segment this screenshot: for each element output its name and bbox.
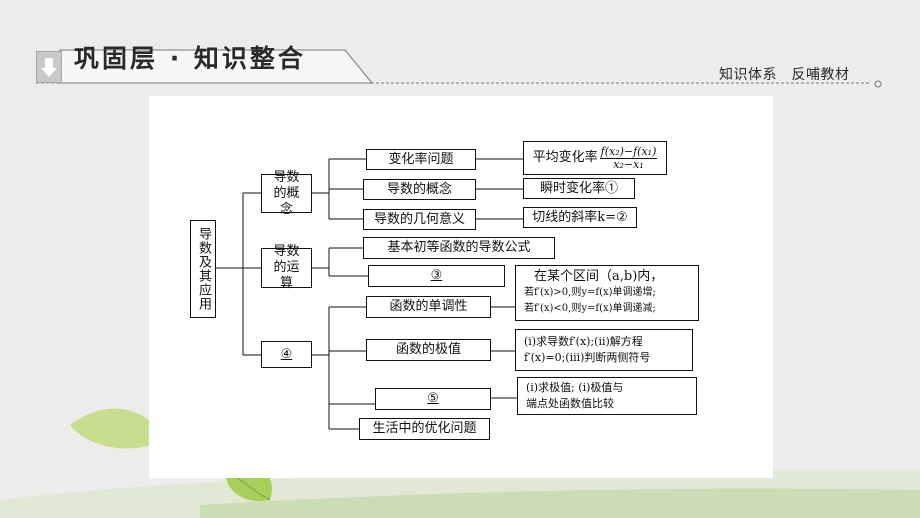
basic-formula-label: 基本初等函数的导数公式: [387, 240, 531, 255]
max-min-detail-node: (ⅰ)求极值; (ⅰ)极值与 端点处函数值比较: [517, 377, 697, 415]
mono-line-1: 在某个区间（a,b)内，: [534, 269, 664, 284]
branch-application: ④: [261, 341, 312, 368]
mono-line-3: 若f′(x)<0,则y=f(x)单调递减;: [524, 303, 656, 314]
avg-rate-fraction: f(x₂)−f(x₁) x₂−x₁: [599, 144, 658, 171]
branch-concept: 导数的概念: [261, 170, 312, 217]
instant-rate-label: 瞬时变化率①: [539, 180, 618, 196]
avg-rate-node: 平均变化率 f(x₂)−f(x₁) x₂−x₁: [523, 141, 667, 175]
max-line-2: 端点处函数值比较: [526, 397, 614, 410]
concept-map-panel: 导数及其应用 导数的概念 导数的运算 ④ 变化率问题 导数的概念 导数的几何意义…: [149, 96, 773, 478]
optimization-label: 生活中的优化问题: [372, 421, 477, 436]
extremum-label: 函数的极值: [395, 342, 461, 357]
tangent-slope-label: 切线的斜率k=②: [532, 209, 628, 225]
monotonicity-label: 函数的单调性: [389, 299, 468, 314]
header-title: 巩固层 · 知识整合: [74, 44, 306, 73]
rate-problem-node: 变化率问题: [366, 149, 476, 170]
blank-3-label: ③: [430, 268, 443, 283]
derivative-concept-label: 导数的概念: [386, 181, 452, 197]
root-node: 导数及其应用: [190, 220, 216, 318]
branch-concept-label: 导数的概念: [273, 169, 300, 217]
avg-rate-numerator: f(x₂)−f(x₁): [599, 144, 658, 159]
extreme-line-2: f′(x)=0;(iii)判断两侧符号: [524, 351, 651, 364]
max-line-1: (ⅰ)求极值; (ⅰ)极值与: [526, 381, 624, 394]
extremum-detail-node: (ⅰ)求导数f′(x);(ii)解方程 f′(x)=0;(iii)判断两侧符号: [515, 329, 693, 371]
instant-rate-node: 瞬时变化率①: [523, 178, 635, 199]
header-subtitle: 知识体系 反哺教材: [719, 67, 850, 83]
rate-problem-label: 变化率问题: [388, 151, 454, 167]
extreme-line-1: (ⅰ)求导数f′(x);(ii)解方程: [524, 335, 643, 348]
derivative-concept-node: 导数的概念: [363, 179, 476, 200]
avg-rate-denominator: x₂−x₁: [613, 157, 644, 171]
branch-operation: 导数的运算: [261, 244, 312, 291]
geometric-meaning-label: 导数的几何意义: [373, 211, 465, 227]
geometric-meaning-node: 导数的几何意义: [363, 209, 476, 230]
blank-5-node: ⑤: [375, 388, 491, 410]
down-arrow-icon: [36, 51, 62, 83]
tangent-slope-node: 切线的斜率k=②: [523, 207, 637, 228]
branch-operation-label: 导数的运算: [273, 244, 300, 291]
mono-line-2: 若f′(x)>0,则y=f(x)单调递增;: [524, 287, 656, 298]
branch-application-label: ④: [280, 346, 293, 362]
basic-formula-node: 基本初等函数的导数公式: [363, 237, 555, 259]
blank-5-label: ⑤: [427, 391, 439, 406]
root-label: 导数及其应用: [196, 227, 211, 311]
concept-map-lines: [216, 158, 523, 430]
optimization-node: 生活中的优化问题: [359, 418, 490, 440]
monotonicity-node: 函数的单调性: [366, 296, 491, 318]
blank-3-node: ③: [368, 265, 505, 287]
extremum-node: 函数的极值: [366, 339, 491, 361]
avg-rate-prefix: 平均变化率: [532, 150, 598, 165]
monotonic-detail-node: 在某个区间（a,b)内， 若f′(x)>0,则y=f(x)单调递增; 若f′(x…: [515, 265, 699, 321]
